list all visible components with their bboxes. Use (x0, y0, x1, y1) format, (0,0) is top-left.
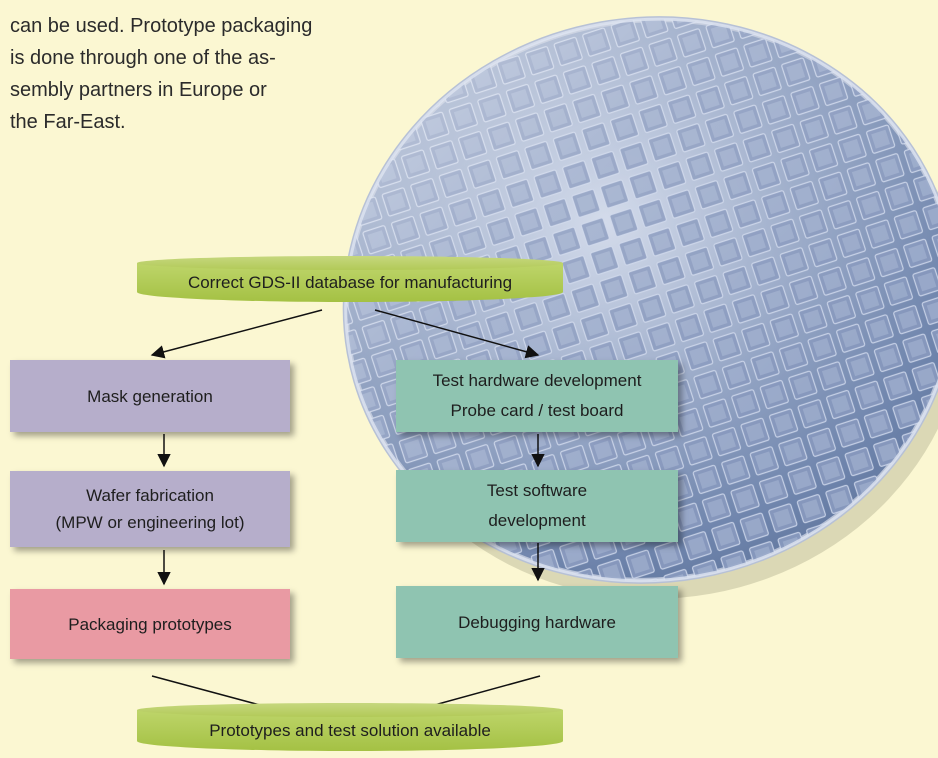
debugging-hardware-box: Debugging hardware (396, 586, 678, 658)
packaging-prototypes-box: Packaging prototypes (10, 589, 290, 659)
wafer-fabrication-box: Wafer fabrication (MPW or engineering lo… (10, 471, 290, 547)
packaging-prototypes-label: Packaging prototypes (68, 614, 232, 634)
debugging-hardware-label: Debugging hardware (458, 612, 616, 632)
prototypes-available-node: Prototypes and test solution available (137, 703, 563, 751)
test-hardware-sublabel: Probe card / test board (450, 401, 624, 420)
test-hardware-box: Test hardware development Probe card / t… (396, 360, 678, 432)
prototypes-available-label: Prototypes and test solution available (209, 721, 491, 740)
disk-top (137, 703, 563, 717)
test-hardware-label: Test hardware development (432, 371, 642, 390)
mask-generation-label: Mask generation (87, 386, 213, 406)
intro-line: can be used. Prototype packaging (10, 15, 313, 37)
test-software-box: Test software development (396, 470, 678, 542)
disk-top (137, 256, 563, 270)
gds-database-node: Correct GDS-II database for manufacturin… (137, 256, 563, 302)
gds-database-label: Correct GDS-II database for manufacturin… (187, 273, 513, 292)
mask-generation-box: Mask generation (10, 360, 290, 432)
test-software-label: Test software (486, 481, 588, 500)
intro-line: is done through one of the as- (10, 47, 276, 69)
wafer-fabrication-sublabel: (MPW or engineering lot) (55, 513, 245, 532)
wafer-fabrication-label: Wafer fabrication (86, 486, 214, 505)
intro-line: the Far-East. (10, 111, 126, 133)
test-software-sublabel: development (488, 511, 586, 530)
intro-line: sembly partners in Europe or (10, 79, 267, 101)
